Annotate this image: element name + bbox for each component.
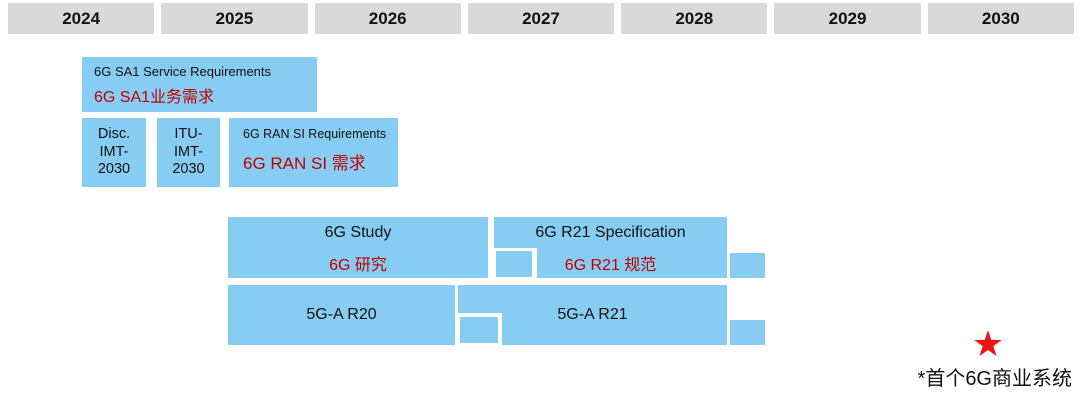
- star-icon: ★: [971, 323, 1005, 364]
- sa1-english-label: 6G SA1 Service Requirements: [94, 64, 272, 79]
- r21-label: 5G-A R21: [557, 306, 628, 323]
- spec-english-label: 6G R21 Specification: [535, 223, 686, 241]
- quarter-square-spec-start: [496, 251, 532, 277]
- study-chinese-label: 6G 研究: [329, 257, 387, 274]
- year-cell-2027: 2027: [467, 3, 615, 34]
- bar-itu-imt-2030: ITU- IMT- 2030: [157, 118, 220, 187]
- bar-6g-ran-si-requirements: 6G RAN SI Requirements 6G RAN SI 需求: [229, 118, 398, 187]
- year-cell-2025: 2025: [161, 3, 308, 34]
- quarter-square-r21-start: [460, 317, 498, 343]
- ran-english-label: 6G RAN SI Requirements: [243, 127, 387, 141]
- disc-label-line3: 2030: [97, 161, 131, 178]
- bar-5g-a-r21: 5G-A R21: [458, 285, 727, 345]
- disc-label-line2: IMT-: [99, 143, 129, 160]
- year-cell-2024: 2024: [8, 3, 155, 34]
- year-cell-2026: 2026: [314, 3, 461, 34]
- r20-label: 5G-A R20: [306, 306, 377, 323]
- bar-5g-a-r20: 5G-A R20: [228, 285, 455, 345]
- quarter-square-spec-end: [730, 253, 765, 278]
- year-cell-2029: 2029: [774, 3, 921, 34]
- itu-label-line1: ITU-: [174, 126, 203, 143]
- quarter-square-r21-end: [730, 320, 765, 345]
- bar-6g-sa1-service-requirements: 6G SA1 Service Requirements 6G SA1业务需求: [82, 57, 317, 112]
- ran-chinese-label: 6G RAN SI 需求: [243, 154, 366, 173]
- study-english-label: 6G Study: [324, 223, 392, 241]
- bar-disc-imt-2030: Disc. IMT- 2030: [82, 118, 146, 187]
- sa1-chinese-label: 6G SA1业务需求: [94, 89, 215, 106]
- itu-label-line2: IMT-: [174, 143, 203, 160]
- spec-chinese-label: 6G R21 规范: [564, 257, 657, 274]
- itu-label-line3: 2030: [172, 161, 205, 178]
- year-band: 2024 2025 2026 2027 2028 2029 2030: [8, 3, 1074, 34]
- disc-label-line1: Disc.: [97, 126, 131, 143]
- year-cell-2030: 2030: [927, 3, 1074, 34]
- first-6g-commercial-system-footnote: *首个6G商业系统: [917, 368, 1072, 390]
- year-cell-2028: 2028: [621, 3, 768, 34]
- bar-6g-study: 6G Study 6G 研究: [228, 217, 488, 278]
